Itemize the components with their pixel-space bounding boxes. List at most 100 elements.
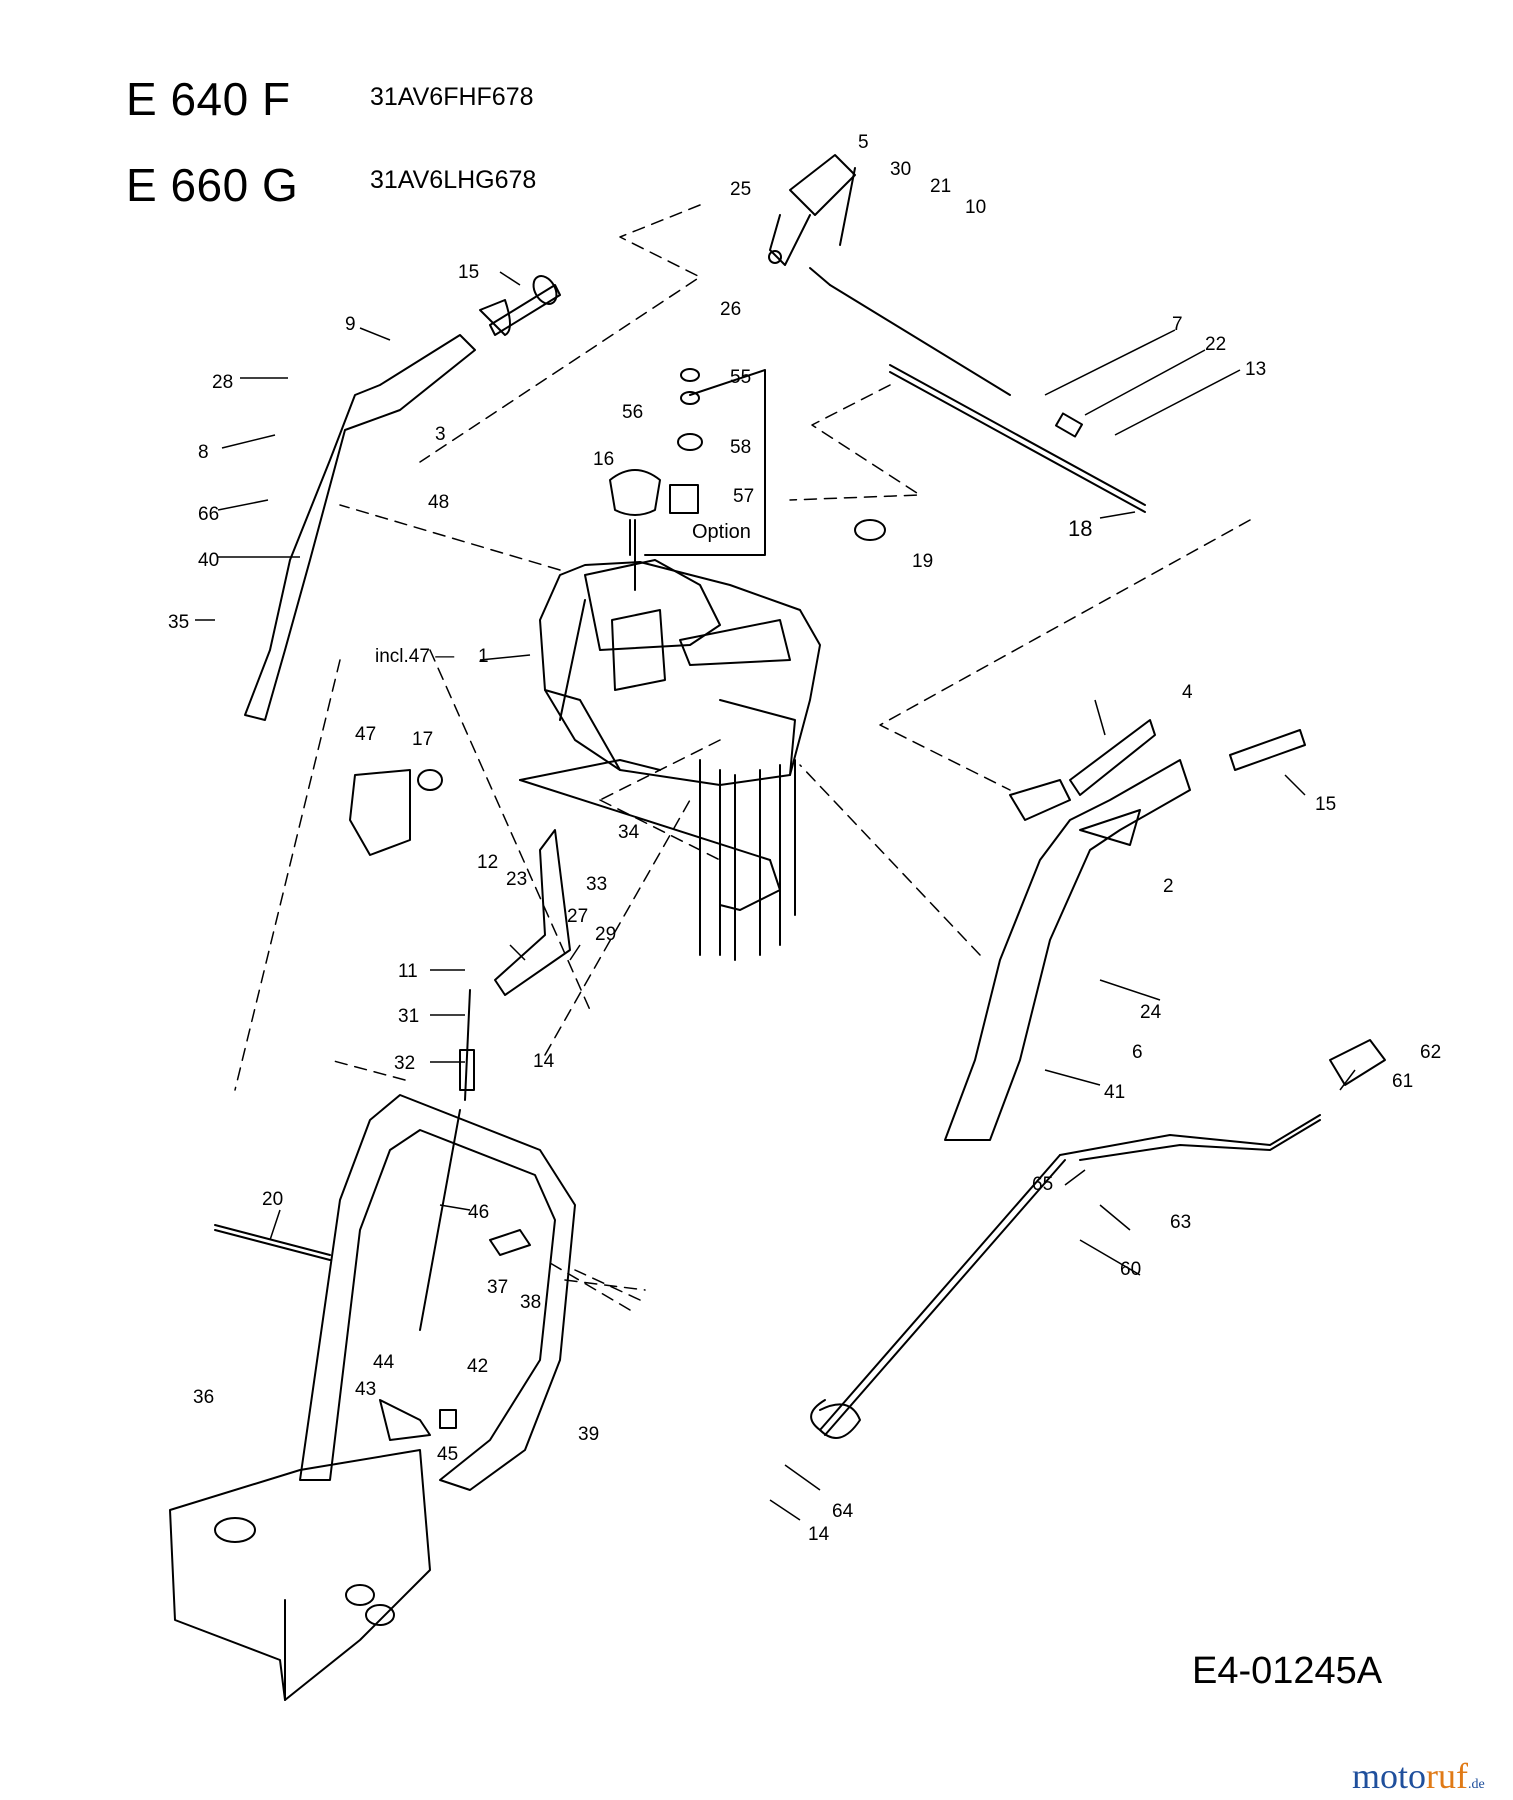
part-label-27: 27 bbox=[567, 906, 588, 927]
part-label-37: 37 bbox=[487, 1277, 508, 1298]
part-label-8: 8 bbox=[198, 442, 209, 463]
part-55-nut bbox=[680, 368, 700, 382]
part-label-14: 14 bbox=[533, 1051, 555, 1072]
part-label-24: 24 bbox=[1140, 1002, 1162, 1023]
model-name-1: E 640 F bbox=[126, 73, 291, 125]
part-label-19: 19 bbox=[912, 551, 933, 572]
part-label-23: 23 bbox=[506, 869, 527, 890]
part-label-10: 10 bbox=[965, 197, 986, 218]
part-15-grip-right bbox=[1229, 729, 1306, 771]
part-label-28: 28 bbox=[212, 372, 233, 393]
part-label-65: 65 bbox=[1032, 1174, 1053, 1195]
part-label-41: 41 bbox=[1104, 1082, 1125, 1103]
model-code-2: 31AV6LHG678 bbox=[370, 166, 537, 194]
part-label-42: 42 bbox=[467, 1356, 488, 1377]
part-label-16: 16 bbox=[593, 449, 614, 470]
part-label-17: 17 bbox=[412, 729, 433, 750]
part-label-39: 39 bbox=[578, 1424, 599, 1445]
part-label-66: 66 bbox=[198, 504, 219, 525]
part-18-rod bbox=[889, 364, 1146, 506]
part-label-3: 3 bbox=[435, 424, 446, 445]
part-label-34: 34 bbox=[618, 822, 640, 843]
part-label-26: 26 bbox=[720, 299, 741, 320]
part-5-lever bbox=[768, 154, 856, 266]
part-label-38: 38 bbox=[520, 1292, 541, 1313]
part-label-20: 20 bbox=[262, 1189, 283, 1210]
part-label-11: 11 bbox=[398, 961, 418, 982]
part-label-43: 43 bbox=[355, 1379, 376, 1400]
part-label-44: 44 bbox=[373, 1352, 395, 1373]
part-45-clip bbox=[439, 1409, 457, 1429]
part-label-33: 33 bbox=[586, 874, 607, 895]
part-label-48: 48 bbox=[428, 492, 449, 513]
part-label-22: 22 bbox=[1205, 334, 1226, 355]
part-labels: 5 30 21 10 25 26 15 9 28 3 8 48 66 40 35… bbox=[168, 132, 1441, 1545]
model-code-1: 31AV6FHF678 bbox=[370, 83, 534, 111]
part-label-6: 6 bbox=[1132, 1042, 1143, 1063]
part-label-9: 9 bbox=[345, 314, 356, 335]
part-10-rod bbox=[829, 284, 1011, 396]
part-58-washer bbox=[677, 433, 703, 451]
watermark-part-b: ruf bbox=[1426, 1756, 1468, 1796]
option-label: Option bbox=[692, 521, 751, 543]
part-label-64: 64 bbox=[832, 1501, 854, 1522]
part-16-knob bbox=[609, 469, 661, 516]
part-label-21: 21 bbox=[930, 176, 951, 197]
part-label-18: 18 bbox=[1068, 516, 1092, 541]
part-61-knob bbox=[1329, 1039, 1386, 1086]
leader-arrows bbox=[195, 271, 1356, 1521]
part-4-grip bbox=[1069, 719, 1156, 796]
model-name-2: E 660 G bbox=[126, 159, 299, 211]
part-label-56: 56 bbox=[622, 402, 643, 423]
part-label-7: 7 bbox=[1172, 314, 1183, 335]
part-37-knob bbox=[489, 1229, 531, 1256]
part-47-cover bbox=[349, 769, 411, 856]
part-label-55: 55 bbox=[730, 367, 751, 388]
part-33-bracket bbox=[494, 829, 571, 996]
part-label-25: 25 bbox=[730, 179, 751, 200]
part-31-cable bbox=[464, 989, 471, 1101]
part-46-cable bbox=[419, 1109, 461, 1331]
part-label-31: 31 bbox=[398, 1006, 419, 1027]
part-label-35: 35 bbox=[168, 612, 189, 633]
part-label-36: 36 bbox=[193, 1387, 214, 1408]
part-label-1-incl: incl.47 — bbox=[375, 646, 454, 667]
part-label-2: 2 bbox=[1163, 876, 1174, 897]
part-label-13: 13 bbox=[1245, 359, 1266, 380]
part-label-4: 4 bbox=[1182, 682, 1193, 703]
drawing-reference: E4-01245A bbox=[1192, 1650, 1383, 1692]
option-box-outline bbox=[644, 369, 766, 556]
part-label-1: 1 bbox=[478, 646, 489, 667]
part-34-rod bbox=[519, 779, 771, 861]
part-39-lower-handle bbox=[299, 1094, 576, 1491]
auger-housing bbox=[169, 1449, 431, 1701]
part-15-grip-left bbox=[489, 284, 561, 336]
part-label-60: 60 bbox=[1120, 1259, 1141, 1280]
part-label-57: 57 bbox=[733, 486, 754, 507]
part-label-15-right: 15 bbox=[1315, 794, 1336, 815]
part-label-5: 5 bbox=[858, 132, 869, 153]
part-label-29: 29 bbox=[595, 924, 616, 945]
part-22-bushing bbox=[1054, 412, 1084, 438]
part-label-14-bottom: 14 bbox=[808, 1524, 830, 1545]
watermark-logo: motoruf.de bbox=[1352, 1755, 1485, 1797]
part-label-30: 30 bbox=[890, 159, 911, 180]
part-57-switch bbox=[669, 484, 699, 514]
part-60-crank-rod bbox=[810, 1114, 1321, 1439]
part-40-left-handle bbox=[244, 299, 511, 721]
part-label-15-left: 15 bbox=[458, 262, 479, 283]
watermark-part-a: moto bbox=[1352, 1756, 1427, 1796]
part-label-62: 62 bbox=[1420, 1042, 1441, 1063]
part-17-knob bbox=[417, 769, 443, 791]
part-label-58: 58 bbox=[730, 437, 751, 458]
part-label-46: 46 bbox=[468, 1202, 489, 1223]
part-label-32: 32 bbox=[394, 1053, 415, 1074]
part-label-45: 45 bbox=[437, 1444, 458, 1465]
part-20-bolt bbox=[214, 1224, 331, 1256]
part-41-right-handle bbox=[944, 759, 1191, 1141]
part-label-47: 47 bbox=[355, 724, 376, 745]
part-19-clip bbox=[854, 519, 886, 541]
watermark-part-c: .de bbox=[1468, 1777, 1485, 1792]
leader-dash-lines bbox=[234, 204, 1251, 1311]
